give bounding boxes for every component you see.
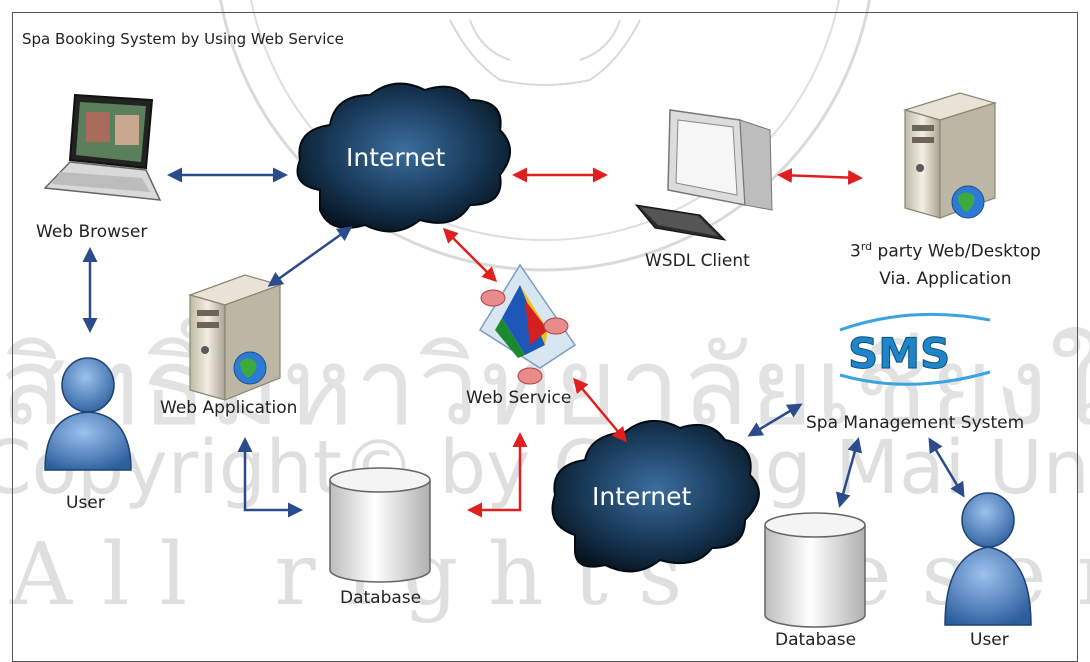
database-center-icon bbox=[329, 467, 431, 583]
user-right-icon bbox=[944, 492, 1032, 626]
internet-bottom-label: Internet bbox=[592, 482, 692, 511]
arrow-sms-user bbox=[928, 437, 965, 498]
arrow-webapp-internet bbox=[267, 226, 353, 287]
web-service-icon bbox=[478, 263, 577, 385]
arrow-webapp-database bbox=[237, 437, 303, 518]
web-browser-label: Web Browser bbox=[36, 222, 148, 242]
arrow-wsdl-thirdparty bbox=[777, 167, 863, 186]
watermark-copyright-text: Copyright© by Chiang Mai University bbox=[0, 425, 1090, 511]
user-left-label: User bbox=[66, 493, 105, 513]
internet-cloud-top-icon bbox=[296, 82, 511, 233]
wsdl-client-label: WSDL Client bbox=[645, 251, 750, 271]
third-party-line1-number: 3 bbox=[850, 241, 861, 262]
sms-logo: SMS bbox=[839, 312, 991, 386]
arrow-sms-database bbox=[835, 437, 863, 508]
user-right-label: User bbox=[970, 630, 1009, 650]
internet-top-label: Internet bbox=[346, 143, 446, 172]
third-party-line2: Via. Application bbox=[879, 268, 1012, 289]
third-party-label: 3rd party Web/Desktop Via. Application bbox=[850, 233, 1041, 293]
web-application-server-icon bbox=[188, 274, 282, 401]
internet-cloud-bottom-icon bbox=[551, 420, 760, 573]
watermark-rights-text: All rights reserved bbox=[10, 525, 1090, 625]
spa-management-system-label: Spa Management System bbox=[806, 413, 1025, 433]
database-center-label: Database bbox=[340, 588, 422, 608]
database-right-icon bbox=[764, 512, 866, 628]
third-party-server-icon bbox=[902, 92, 998, 219]
sms-logo-text: SMS bbox=[848, 329, 950, 378]
web-application-label: Web Application bbox=[160, 398, 298, 418]
diagram-title: Spa Booking System by Using Web Service bbox=[22, 30, 344, 48]
arrow-internet-sms bbox=[747, 403, 803, 437]
arrow-webservice-internet bbox=[573, 377, 627, 443]
wsdl-client-computer-icon bbox=[634, 109, 773, 241]
laptop-icon bbox=[43, 93, 162, 201]
database-right-label: Database bbox=[775, 630, 857, 650]
arrow-webservice-database bbox=[467, 432, 528, 518]
third-party-line1-text: party Web/Desktop bbox=[872, 241, 1041, 262]
third-party-superscript: rd bbox=[860, 240, 873, 253]
user-left-icon bbox=[44, 357, 132, 471]
arrow-internet-webservice bbox=[442, 227, 498, 283]
web-service-label: Web Service bbox=[466, 388, 572, 408]
